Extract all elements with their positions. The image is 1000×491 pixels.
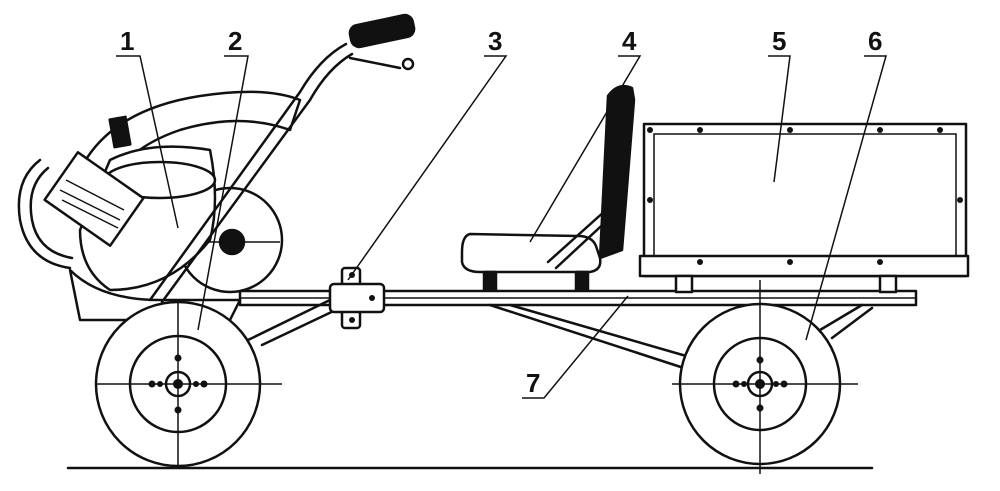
- driver-seat: [460, 85, 636, 292]
- callout-2: 2: [228, 26, 242, 56]
- hitch-coupling: [328, 266, 386, 330]
- rear-wheel: [672, 280, 858, 474]
- front-wheel: [94, 300, 282, 468]
- callout-4: 4: [622, 26, 637, 56]
- callout-labels: 1 2 3 4 5 6 7: [120, 26, 882, 398]
- chassis-frame: [238, 289, 918, 372]
- callout-leaders: [116, 55, 887, 399]
- callout-7: 7: [526, 368, 540, 398]
- handlebar: [148, 13, 416, 304]
- cargo-box: [638, 122, 970, 294]
- engine-unit: [17, 90, 302, 322]
- callout-6: 6: [868, 26, 882, 56]
- callout-5: 5: [772, 26, 786, 56]
- callout-3: 3: [488, 26, 502, 56]
- callout-1: 1: [120, 26, 134, 56]
- cylinder-fins: [43, 151, 145, 247]
